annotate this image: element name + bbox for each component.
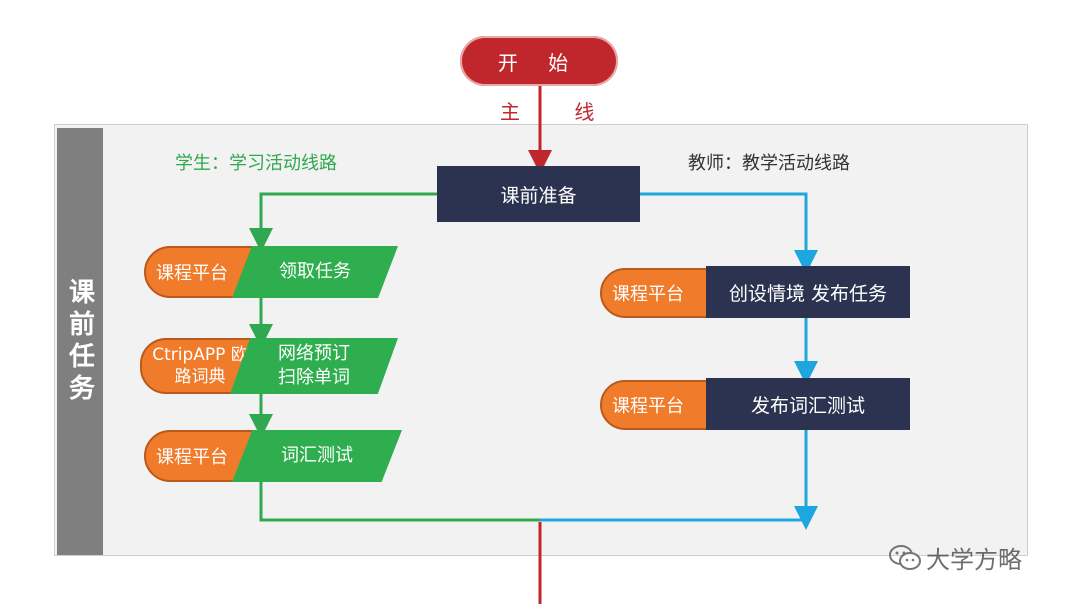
student-task-2-label: 网络预订 扫除单词 [278, 343, 350, 388]
start-node: 开 始 [460, 36, 618, 86]
teacher-tool-2: 课程平台 [600, 380, 712, 430]
student-task-2: 网络预订 扫除单词 [230, 338, 398, 394]
student-lane-title: 学生：学习活动线路 [175, 153, 337, 174]
teacher-task-2: 发布词汇测试 [706, 378, 910, 430]
wechat-icon [889, 544, 921, 570]
teacher-lane-title: 教师：教学活动线路 [688, 153, 850, 174]
watermark-text: 大学方略 [926, 546, 1022, 574]
prep-node: 课前准备 [437, 166, 640, 222]
student-task-3-label: 词汇测试 [281, 445, 353, 466]
teacher-task-1: 创设情境 发布任务 [706, 266, 910, 318]
student-task-3: 词汇测试 [232, 430, 402, 482]
main-line-label: 主 线 [500, 100, 619, 124]
teacher-tool-1: 课程平台 [600, 268, 712, 318]
watermark: 大学方略 [888, 540, 1022, 575]
section-label: 课前任务 [57, 128, 103, 555]
student-task-1: 领取任务 [232, 246, 398, 298]
student-task-1-label: 领取任务 [279, 261, 351, 282]
student-tool-2-label: CtripAPP 欧路词典 [152, 345, 248, 387]
